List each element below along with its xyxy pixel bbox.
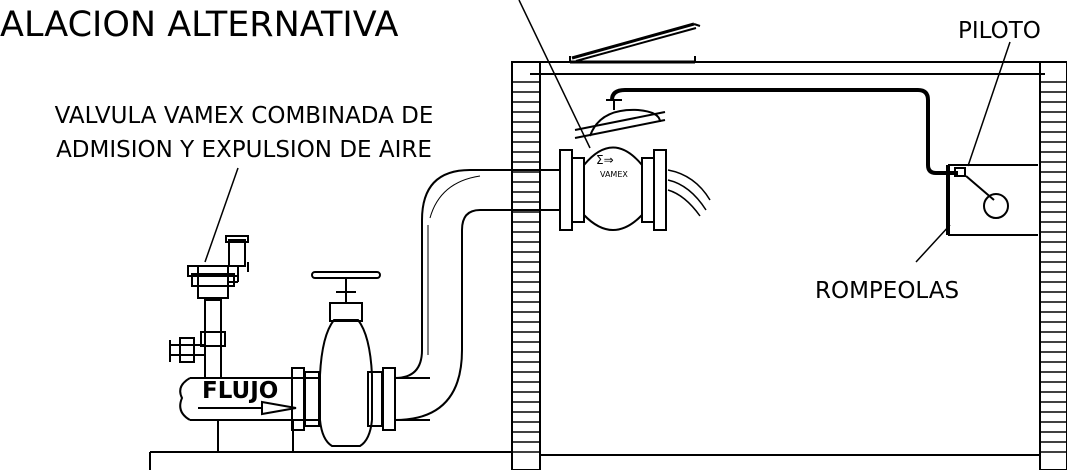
pilot-label: PILOTO: [958, 18, 1041, 44]
inlet-pipe: [179, 367, 430, 431]
diagram-title: ALACION ALTERNATIVA: [0, 5, 398, 45]
air-valve-label-line1: VALVULA VAMEX COMBINADA DE: [55, 103, 434, 129]
air-valve-label-line2: ADMISION Y EXPULSION DE AIRE: [56, 137, 432, 163]
flow-arrow-icon: [198, 400, 297, 416]
gate-valve: [311, 271, 381, 447]
pilot-tubing: [610, 88, 958, 175]
brand-label: VAMEX: [600, 170, 628, 179]
valve-handwheel-icon: [311, 271, 381, 279]
air-valve: [169, 235, 249, 379]
leader-lines: [204, 0, 1011, 263]
wave-breaker-label: ROMPEOLAS: [815, 278, 959, 304]
wave-breaker-box: [946, 164, 1038, 236]
riser-pipe: [394, 169, 560, 421]
brick-wall-left: [512, 81, 540, 453]
control-valve: [559, 99, 711, 231]
brick-wall-right: [1040, 81, 1067, 453]
flow-label: FLUJO: [202, 378, 278, 404]
valve-arrows: Σ⇒: [596, 153, 614, 167]
